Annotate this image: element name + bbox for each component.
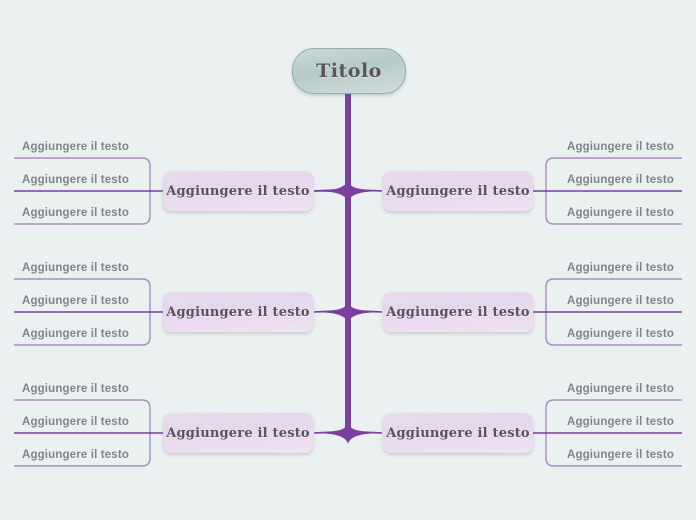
leaf-item[interactable]: Aggiungere il testo <box>22 295 129 307</box>
branch-curve-right-2-fill <box>348 301 382 323</box>
leaf-item[interactable]: Aggiungere il testo <box>567 295 674 307</box>
leaf-item[interactable]: Aggiungere il testo <box>567 328 674 340</box>
branch-curve-right-1-fill <box>348 180 382 202</box>
leaf-item[interactable]: Aggiungere il testo <box>567 416 674 428</box>
leaf-item[interactable]: Aggiungere il testo <box>22 141 129 153</box>
leaf-item[interactable]: Aggiungere il testo <box>567 174 674 186</box>
leaf-item[interactable]: Aggiungere il testo <box>22 328 129 340</box>
branch-node-label: Aggiungere il testo <box>166 304 310 320</box>
branch-curve-right-3-fill <box>348 422 382 444</box>
leaf-item[interactable]: Aggiungere il testo <box>567 207 674 219</box>
leaf-item[interactable]: Aggiungere il testo <box>567 449 674 461</box>
branch-node-label: Aggiungere il testo <box>386 183 530 199</box>
branch-node-left-3[interactable]: Aggiungere il testo <box>163 413 313 453</box>
branch-node-label: Aggiungere il testo <box>166 425 310 441</box>
leaf-item[interactable]: Aggiungere il testo <box>22 207 129 219</box>
branch-node-right-2[interactable]: Aggiungere il testo <box>383 292 533 332</box>
leaf-item[interactable]: Aggiungere il testo <box>22 416 129 428</box>
branch-node-label: Aggiungere il testo <box>386 425 530 441</box>
leaf-item[interactable]: Aggiungere il testo <box>22 262 129 274</box>
leaf-item[interactable]: Aggiungere il testo <box>567 383 674 395</box>
leaf-item[interactable]: Aggiungere il testo <box>22 174 129 186</box>
branch-curve-left-1 <box>314 184 349 192</box>
leaf-item[interactable]: Aggiungere il testo <box>567 262 674 274</box>
branch-node-left-1[interactable]: Aggiungere il testo <box>163 171 313 211</box>
branch-curve-left-3-fill <box>314 422 348 444</box>
branch-node-left-2[interactable]: Aggiungere il testo <box>163 292 313 332</box>
branch-curve-left-1-fill <box>314 180 348 202</box>
title-label: Titolo <box>316 60 382 82</box>
leaf-item[interactable]: Aggiungere il testo <box>22 383 129 395</box>
branch-curve-left-2-fill <box>314 301 348 323</box>
branch-node-label: Aggiungere il testo <box>386 304 530 320</box>
title-node[interactable]: Titolo <box>292 48 406 94</box>
branch-node-right-1[interactable]: Aggiungere il testo <box>383 171 533 211</box>
leaf-item[interactable]: Aggiungere il testo <box>22 449 129 461</box>
leaf-item[interactable]: Aggiungere il testo <box>567 141 674 153</box>
branch-node-right-3[interactable]: Aggiungere il testo <box>383 413 533 453</box>
branch-node-label: Aggiungere il testo <box>166 183 310 199</box>
